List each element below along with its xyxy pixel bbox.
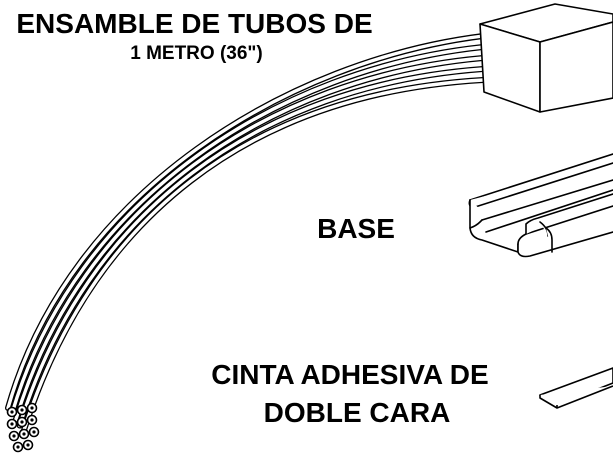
tube-fill xyxy=(6,34,485,410)
tube-end-hole xyxy=(20,420,24,424)
tube-assembly-label: ENSAMBLE DE TUBOS DE 1 METRO (36") xyxy=(0,8,397,64)
tube-fill xyxy=(18,67,485,428)
tube-bundle xyxy=(5,33,486,435)
tube-end-hole xyxy=(20,408,24,412)
tube-end-hole xyxy=(30,418,34,422)
tube-end-hole xyxy=(32,430,36,434)
tube-assembly-label-line2: 1 METRO (36") xyxy=(130,43,263,64)
connector-block xyxy=(479,3,613,113)
tube-fill xyxy=(10,45,485,416)
tube-fill xyxy=(21,78,485,434)
tape-label: CINTA ADHESIVA DE DOBLE CARA xyxy=(180,361,520,427)
tube-assembly-label-line1: ENSAMBLE DE TUBOS DE xyxy=(16,8,373,39)
tube-end-hole xyxy=(16,445,20,449)
tape-strip xyxy=(539,367,613,409)
tube-ends xyxy=(6,402,40,453)
base-rail xyxy=(468,153,613,258)
tape-label-line2: DOBLE CARA xyxy=(263,397,451,428)
tube-end-hole xyxy=(12,434,16,438)
tube-end-hole xyxy=(26,443,30,447)
tape-label-line1: CINTA ADHESIVA DE xyxy=(211,359,489,390)
tube-end-hole xyxy=(30,406,34,410)
tube-end-hole xyxy=(22,432,26,436)
tube-fill xyxy=(14,56,485,422)
tube-end-hole xyxy=(10,410,14,414)
tube-end-hole xyxy=(10,422,14,426)
base-label: BASE xyxy=(317,213,395,244)
